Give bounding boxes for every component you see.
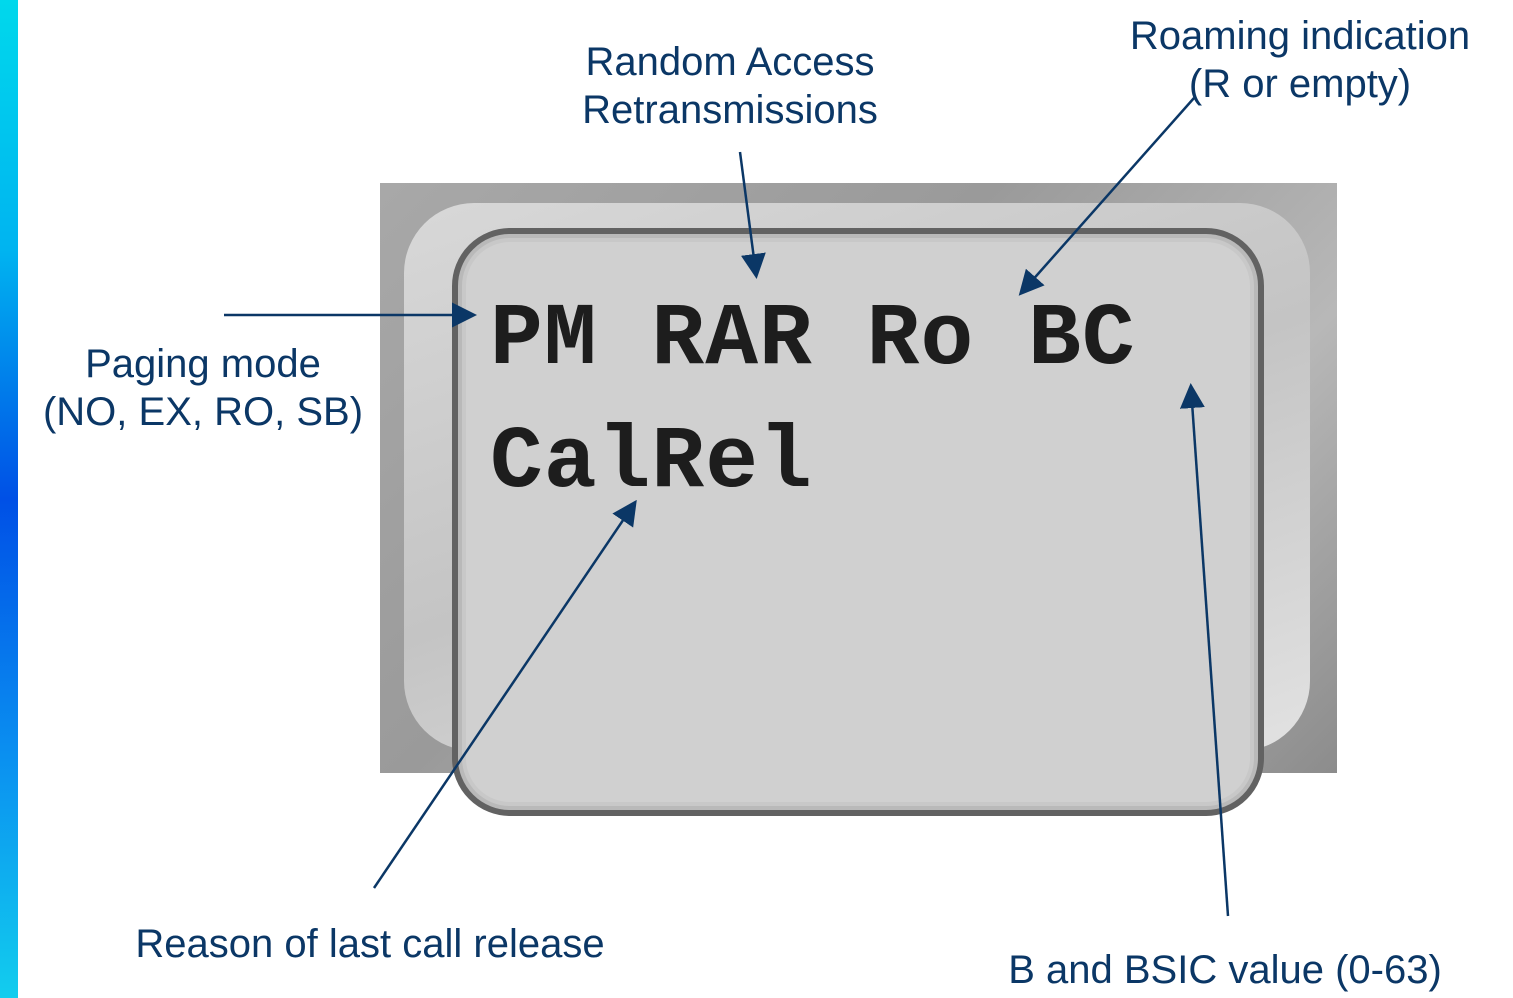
left-accent-bar [0,0,18,998]
lcd-line-2: CalRel [490,414,813,513]
label-roaming-indication: Roaming indication (R or empty) [1090,12,1510,108]
label-random-access: Random Access Retransmissions [520,38,940,134]
label-roaming-line-1: Roaming indication [1129,14,1471,58]
label-paging-mode: Paging mode (NO, EX, RO, SB) [8,340,398,436]
lcd-line-1: PM RAR Ro BC [490,291,1136,390]
label-paging-mode-line-1: Paging mode [85,342,321,386]
label-roaming-line-2: (R or empty) [1188,62,1412,106]
label-paging-mode-line-2: (NO, EX, RO, SB) [42,390,364,434]
label-call-release: Reason of last call release [135,922,605,966]
label-random-access-line-2: Retransmissions [582,88,878,132]
label-random-access-line-1: Random Access [585,40,875,84]
label-bsic-value: B and BSIC value (0-63) [1008,948,1442,992]
